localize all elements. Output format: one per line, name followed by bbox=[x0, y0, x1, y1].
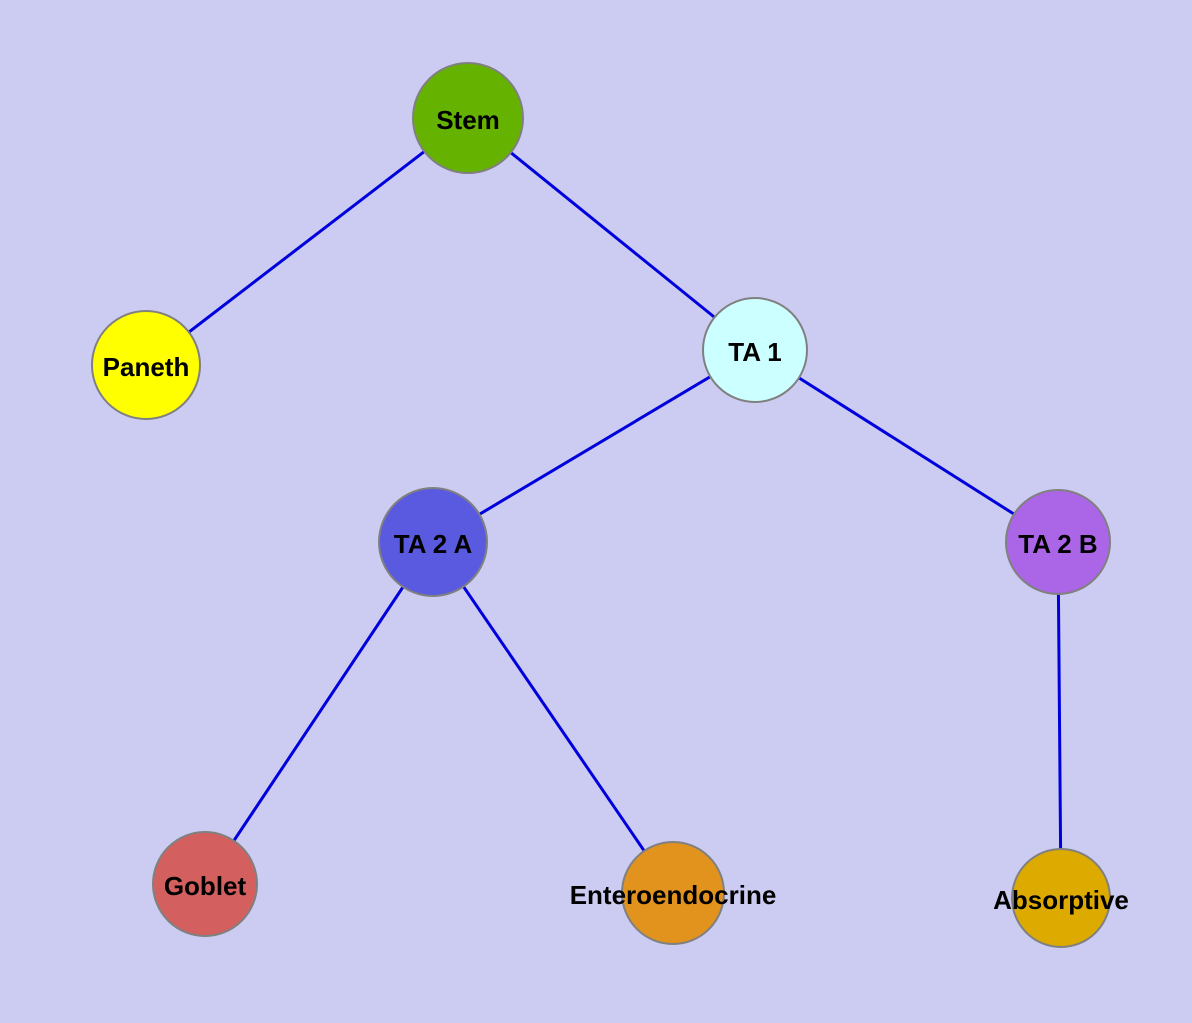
edge-stem-to-ta-1[interactable] bbox=[467, 116, 756, 352]
node-stem[interactable] bbox=[412, 62, 524, 174]
node-ta-2-b[interactable] bbox=[1005, 489, 1111, 595]
edge-stem-to-paneth[interactable] bbox=[145, 116, 469, 367]
node-ta-2-a[interactable] bbox=[378, 487, 488, 597]
edge-ta-2-b-to-absorptive[interactable] bbox=[1056, 541, 1063, 899]
node-absorptive[interactable] bbox=[1011, 848, 1111, 948]
edge-ta-2-a-to-goblet[interactable] bbox=[203, 541, 435, 885]
edge-ta-2-a-to-enteroendocrine[interactable] bbox=[431, 541, 675, 894]
node-ta-1[interactable] bbox=[702, 297, 808, 403]
edge-ta-1-to-ta-2-a[interactable] bbox=[432, 348, 756, 544]
edge-ta-1-to-ta-2-b[interactable] bbox=[754, 348, 1059, 544]
node-goblet[interactable] bbox=[152, 831, 258, 937]
node-paneth[interactable] bbox=[91, 310, 201, 420]
node-enteroendocrine[interactable] bbox=[621, 841, 725, 945]
